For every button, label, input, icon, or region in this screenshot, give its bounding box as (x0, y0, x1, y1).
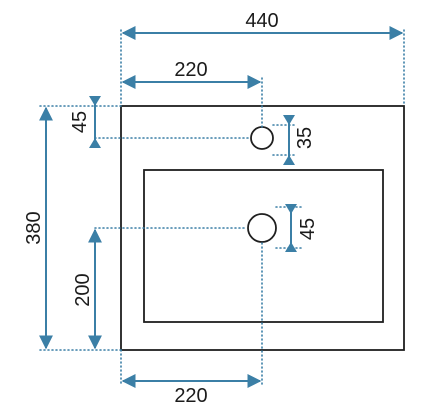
label-drain-offset-y: 200 (72, 273, 94, 306)
label-drain-offset-x: 220 (174, 385, 207, 407)
dimension-total-height: 380 (23, 106, 53, 350)
extension-lines (39, 29, 405, 386)
dimension-tap-hole-diameter: 35 (283, 115, 316, 165)
dimension-total-width: 440 (121, 10, 404, 40)
label-tap-hole-diameter: 35 (294, 127, 316, 149)
sink-basin-outline (143, 169, 384, 323)
label-total-height: 380 (23, 211, 45, 244)
label-total-width: 440 (245, 10, 278, 32)
dimension-drain-offset-x: 220 (121, 374, 262, 407)
label-top-hole-offset-y: 45 (69, 111, 91, 133)
dimension-top-hole-offset-x: 220 (121, 59, 262, 89)
drain-hole (247, 213, 277, 243)
dimension-drain-diameter: 45 (285, 204, 319, 252)
label-drain-diameter: 45 (297, 218, 319, 240)
label-top-hole-offset-x: 220 (174, 59, 207, 81)
dimension-top-hole-offset-y: 45 (69, 96, 101, 148)
dimension-drain-offset-y: 200 (72, 228, 102, 350)
tap-hole (250, 126, 274, 150)
